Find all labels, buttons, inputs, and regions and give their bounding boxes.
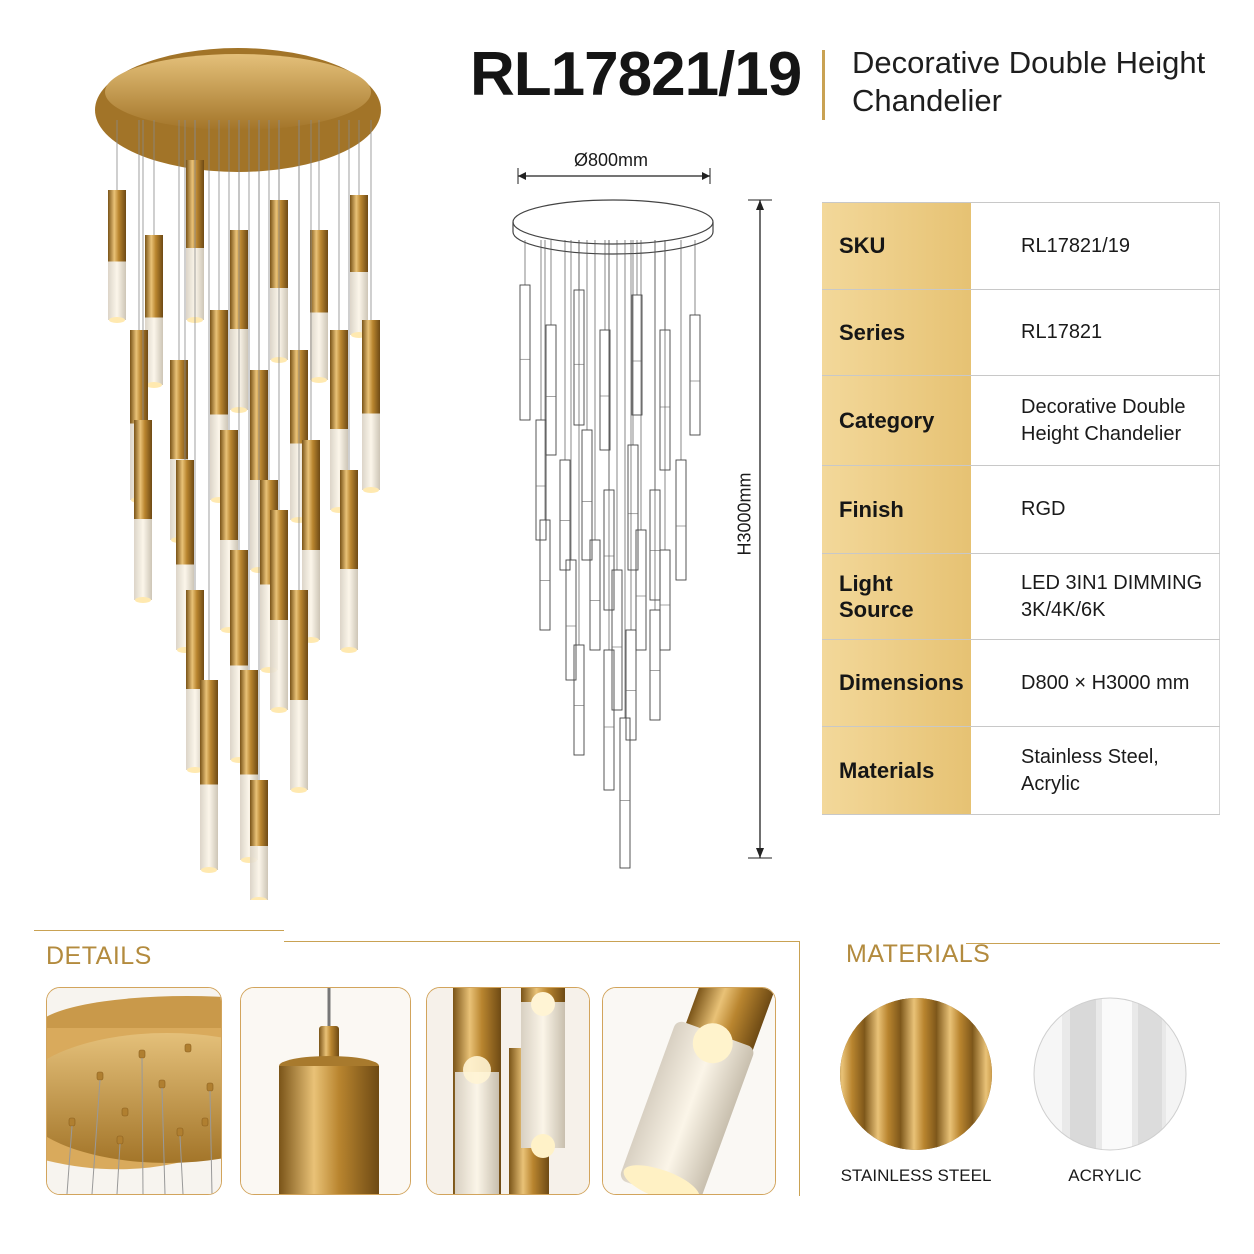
spec-row-dimensions: Dimensions D800 × H3000 mm [822,639,1220,727]
details-rule [284,941,800,942]
spec-row-materials: Materials Stainless Steel,Acrylic [822,726,1220,815]
drawing-tube [539,240,551,631]
pendant-tube [310,120,328,383]
spec-key: Finish [822,465,971,554]
pendant-tube [270,120,288,713]
spec-key: Materials [822,726,971,815]
pendant-tube [250,120,268,900]
detail-image-acrylic-closeup [602,987,776,1195]
chandelier-photo [95,48,381,900]
drawing-tube [565,240,577,681]
drawing-tube [659,240,671,651]
drawing-tube [589,240,601,651]
material-label-acrylic: ACRYLIC [1068,1166,1142,1185]
spec-key: Category [822,375,971,466]
spec-key: Dimensions [822,639,971,727]
drawing-tube [675,240,687,581]
drawing-tube [689,240,701,436]
spec-row-finish: Finish RGD [822,465,1220,554]
spec-value: RL17821 [971,289,1220,376]
drawing-tube [619,240,631,869]
detail-image-canopy [46,987,222,1195]
details-heading: DETAILS [46,942,152,970]
drawing-tube [611,240,623,711]
pendant-tube [134,120,152,603]
pendant-tube [302,120,320,643]
detail-image-tubes [426,987,590,1195]
subtitle-line-1: Decorative Double Height [852,45,1206,80]
drawing-tube [545,240,557,456]
height-label: H3000mm [734,472,755,556]
model-title: RL17821/19 [470,40,802,109]
product-subtitle: Decorative Double Height Chandelier [852,44,1242,120]
details-top-rule [34,930,284,931]
spec-value: D800 × H3000 mm [971,639,1220,727]
pendant-tube [362,120,380,493]
acrylic-swatch [1033,997,1187,1151]
drawing-tube [625,240,637,741]
drawing-tube [559,240,571,571]
drawing-tube [581,240,593,561]
spec-key: Series [822,289,971,376]
pendant-tube [350,120,368,338]
spec-value: RL17821/19 [971,202,1220,290]
detail-image-tube-top [240,987,411,1195]
stainless-steel-swatch [840,998,992,1150]
drawing-tube [603,240,615,791]
pendant-tube [340,120,358,653]
pendant-tube [330,120,348,513]
diameter-label: Ø800mm [574,150,649,170]
drawing-tube [599,240,611,451]
pendant-tube [200,120,218,873]
spec-row-sku: SKU RL17821/19 [822,202,1220,290]
spec-key: Light Source [822,553,971,640]
header-divider [822,50,825,120]
drawing-tube [573,240,585,756]
technical-drawing [512,168,772,869]
materials-rule [966,943,1220,944]
drawing-tube [519,240,531,421]
spec-key: SKU [822,202,971,290]
pendant-tube [290,120,308,793]
spec-value: RGD [971,465,1220,554]
drawing-tube [627,240,639,571]
subtitle-line-2: Chandelier [852,83,1002,118]
pendant-tube [108,120,126,323]
drawing-tube [535,240,547,541]
materials-heading: MATERIALS [846,940,991,968]
drawing-tube [631,240,643,416]
pendant-tube [186,120,204,773]
drawing-tube [649,240,661,721]
details-vertical-rule [799,941,800,1196]
spec-table: SKU RL17821/19 Series RL17821 Category D… [822,202,1220,815]
drawing-tube [635,240,647,651]
pendant-tube [145,120,163,388]
spec-row-series: Series RL17821 [822,289,1220,376]
material-label-stainless-steel: STAINLESS STEEL [840,1166,992,1185]
spec-value: Stainless Steel,Acrylic [971,726,1220,815]
